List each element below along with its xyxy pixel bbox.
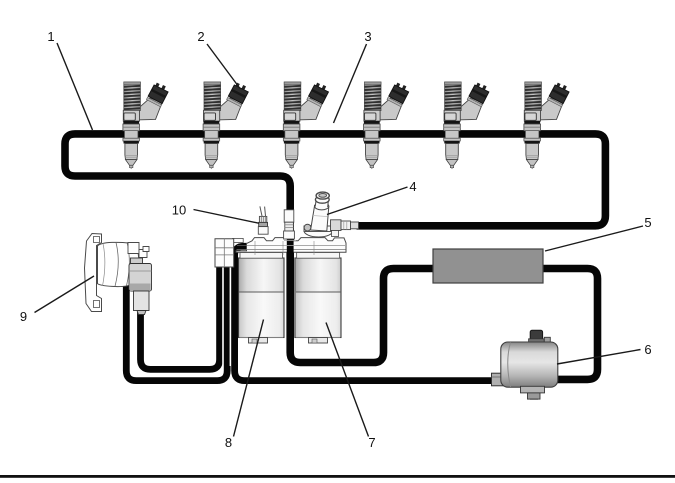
svg-text:4: 4 bbox=[409, 179, 416, 194]
svg-text:6: 6 bbox=[644, 342, 651, 357]
svg-text:8: 8 bbox=[225, 435, 232, 450]
svg-text:7: 7 bbox=[368, 435, 375, 450]
svg-text:1: 1 bbox=[47, 29, 54, 44]
svg-text:10: 10 bbox=[172, 203, 186, 218]
svg-text:2: 2 bbox=[197, 29, 204, 44]
svg-text:9: 9 bbox=[20, 309, 27, 324]
svg-text:3: 3 bbox=[364, 29, 371, 44]
svg-text:5: 5 bbox=[644, 215, 651, 230]
